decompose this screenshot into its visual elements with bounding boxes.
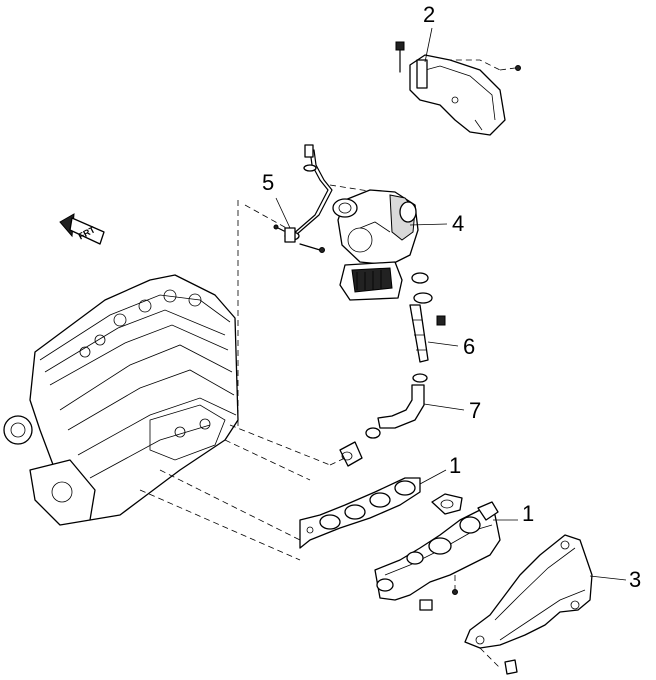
oil-return-hose xyxy=(339,384,425,467)
exhaust-manifold-gasket xyxy=(299,477,421,549)
turbocharger xyxy=(332,189,419,301)
callout-4: 4 xyxy=(452,211,465,236)
exhaust-manifold xyxy=(374,501,501,611)
callout-3: 3 xyxy=(629,567,642,592)
callout-1-manifold: 1 xyxy=(522,501,535,526)
engine-block xyxy=(3,274,239,526)
turbo-gaskets xyxy=(411,272,446,326)
assembly-guide-lines xyxy=(139,59,516,669)
oil-feed-pipe xyxy=(273,144,333,253)
callout-leader-lines xyxy=(275,27,627,581)
front-direction-arrow-icon xyxy=(59,213,105,245)
turbo-flange-gasket xyxy=(431,493,463,515)
callout-5: 5 xyxy=(262,170,275,195)
manifold-heat-shield xyxy=(464,534,593,675)
callout-7: 7 xyxy=(469,398,482,423)
turbo-heat-shield xyxy=(395,41,521,136)
oil-return-pipe xyxy=(409,304,429,383)
callout-6: 6 xyxy=(463,334,476,359)
callout-2: 2 xyxy=(423,2,436,27)
callout-1-gasket: 1 xyxy=(449,453,462,478)
